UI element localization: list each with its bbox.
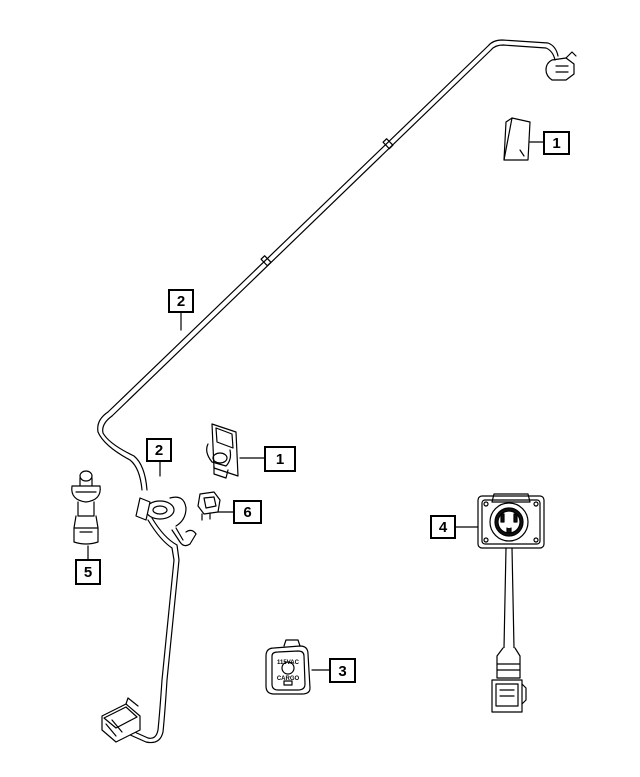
socket-housing-bracket — [206, 423, 239, 479]
callout-6: 6 — [233, 500, 262, 524]
callout-label: 5 — [84, 564, 92, 581]
callout-label: 4 — [439, 519, 448, 536]
cover-plate-text-voltage: 115VAC — [277, 660, 300, 666]
cover-plate-text-cargo: CARGO — [277, 676, 300, 682]
outlet-cover-plate — [265, 639, 311, 695]
callout-label: 2 — [155, 442, 163, 459]
leader-lines — [87, 141, 545, 671]
callout-label: 2 — [177, 293, 185, 310]
small-connector — [197, 491, 221, 521]
callout-5: 5 — [75, 559, 101, 585]
bulb-socket — [71, 470, 101, 545]
harness-lower-connector — [101, 697, 141, 743]
main-wiring-harness — [97, 39, 559, 744]
pigtail-harness — [135, 496, 197, 547]
callout-label: 1 — [276, 451, 284, 468]
callout-4: 4 — [430, 515, 456, 539]
callout-3: 3 — [329, 658, 356, 683]
callout-label: 3 — [338, 663, 346, 680]
harness-end-connector — [545, 51, 577, 81]
bracket-part — [503, 117, 531, 161]
callout-label: 1 — [552, 135, 560, 152]
callout-1-bracket: 1 — [264, 446, 296, 472]
callout-label: 6 — [243, 504, 251, 521]
callout-1-top: 1 — [543, 131, 570, 155]
callout-2-wire: 2 — [168, 289, 194, 313]
power-outlet-assembly — [477, 493, 545, 713]
callout-2-pigtail: 2 — [146, 438, 172, 462]
